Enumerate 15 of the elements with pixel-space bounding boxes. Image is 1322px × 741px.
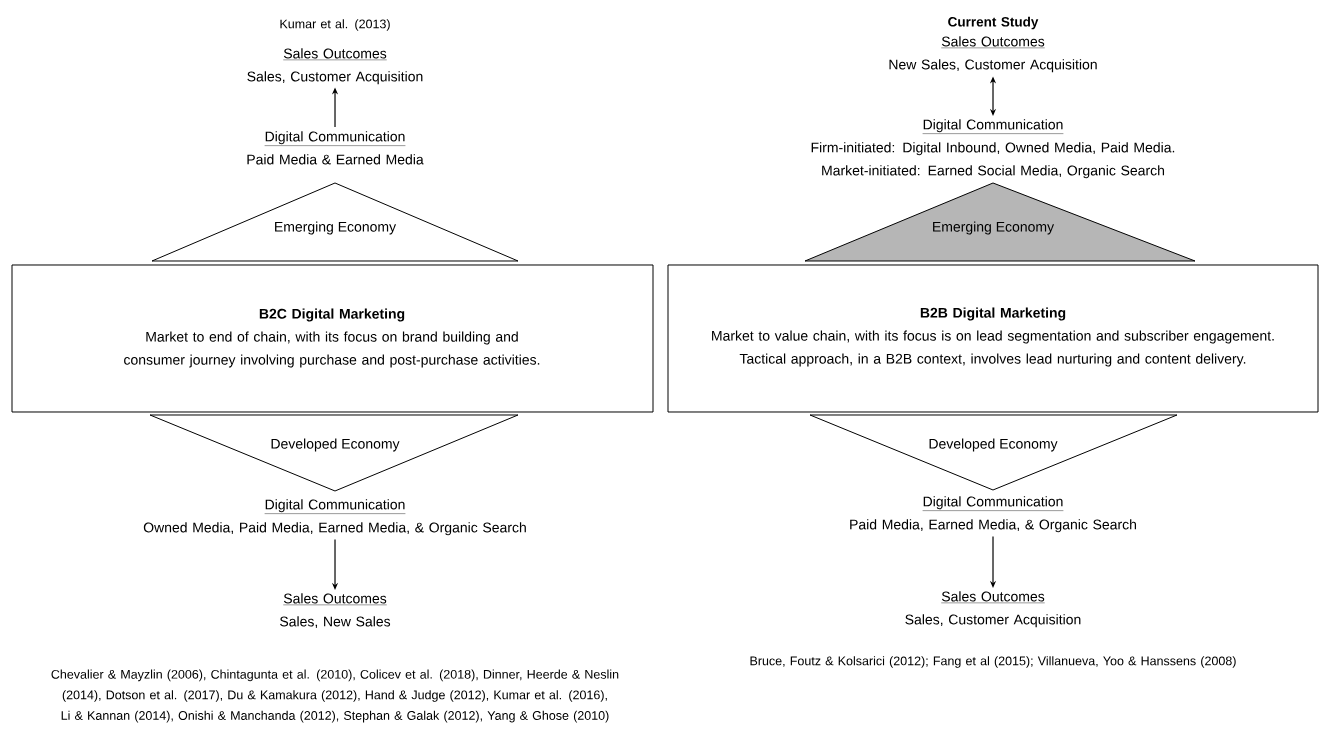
- text-block: Sales Outcomes Sales, Customer Acquisition: [905, 591, 1081, 628]
- citation-text: Bruce, Foutz & Kolsarici (2012); Fang et al (2015); Villanueva, Yoo & Hanssens (2008): [750, 656, 1236, 668]
- citation-text: Chevalier & Mayzlin (2006), Chintagunta et al. (2010), Colicev et al. (2018), Dinner, Heerde & Neslin (2014), Dotson et al. (2017), Du & Kamakura (2012), Hand & Judge (2012), Kumar et al. (2016), Li & Kannan (2014), Onishi & Manchanda (2012), Stephan & Galak (2012), Yang & Ghose (2010): [51, 669, 619, 723]
- text-block: Digital Communication Paid Media, Earned Media, & Organic Search: [850, 496, 1136, 533]
- text-block: Digital Communication Owned Media, Paid Media, Earned Media, & Organic Search: [143, 499, 526, 536]
- text-block: Digital Communication Firm-initiated: Digital Inbound, Owned Media, Paid Media. Market-initiated: Earned Social Media, Organic Search: [811, 119, 1175, 179]
- economy-triangle: Developed Economy: [809, 414, 1178, 491]
- text-block: Sales Outcomes New Sales, Customer Acquisition: [889, 36, 1097, 73]
- economy-triangle: Developed Economy: [149, 414, 519, 492]
- economy-triangle: Emerging Economy: [804, 182, 1196, 262]
- text-block: Digital Communication Paid Media & Earned Media: [247, 131, 424, 165]
- text-block: Sales Outcomes Sales, New Sales: [280, 593, 391, 629]
- economy-triangle: Emerging Economy: [151, 182, 519, 262]
- text-block: Sales Outcomes Sales, Customer Acquisition: [247, 48, 423, 85]
- citation-text: Kumar et al. (2013): [280, 19, 390, 31]
